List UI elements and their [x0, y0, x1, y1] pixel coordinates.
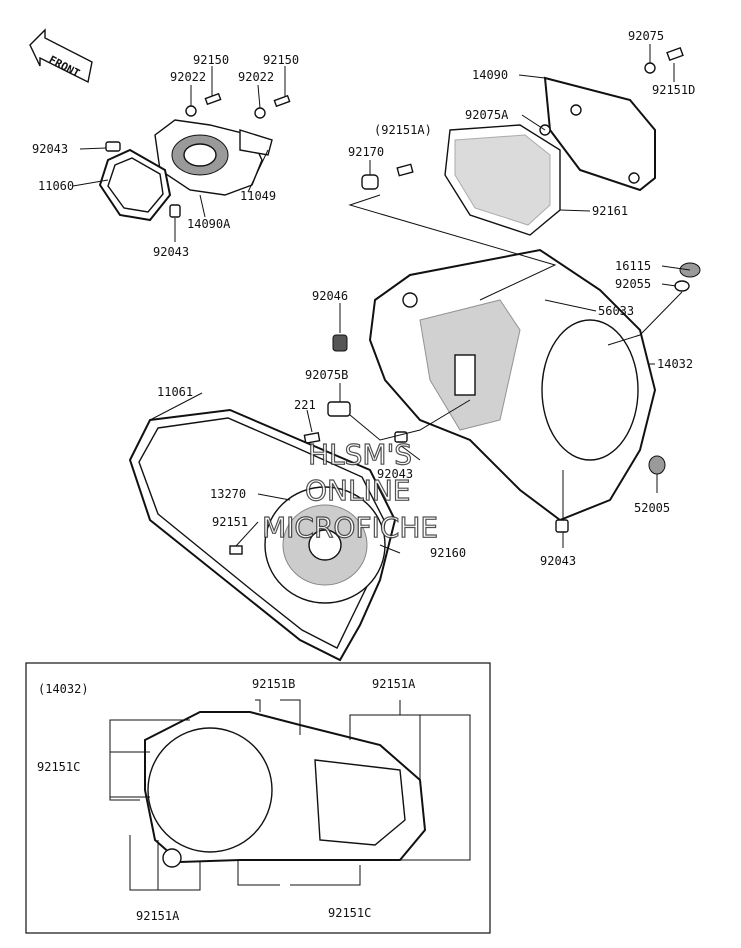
label-56033: 56033 — [598, 304, 634, 318]
label-11061: 11061 — [157, 385, 193, 399]
watermark-line-2: ONLINE — [305, 474, 410, 507]
part-labels: 92150 92150 92022 92022 92043 11060 1409… — [32, 29, 695, 923]
label-14032: 14032 — [657, 357, 693, 371]
label-92075: 92075 — [628, 29, 664, 43]
label-92151d: 92151D — [652, 83, 695, 97]
label-92170: 92170 — [348, 145, 384, 159]
cover-14090a-part — [154, 119, 273, 196]
bearing-92046-part — [332, 334, 348, 352]
dowel-92043-upper — [105, 141, 181, 218]
label-92151a-paren: (92151A) — [374, 123, 432, 137]
watermark: HLSM'S ONLINE MICROFICHE — [261, 437, 438, 544]
inset-label-92151c-bot: 92151C — [328, 906, 371, 920]
label-52005: 52005 — [634, 501, 670, 515]
inset-label-92151c-left: 92151C — [37, 760, 80, 774]
label-92151: 92151 — [212, 515, 248, 529]
bolts-92150 — [185, 92, 291, 119]
watermark-line-1: HLSM'S — [308, 438, 412, 471]
label-92075b: 92075B — [305, 368, 348, 382]
inset-box — [25, 662, 491, 934]
label-92150-a: 92150 — [193, 53, 229, 67]
label-92055: 92055 — [615, 277, 651, 291]
cap-16115-part — [674, 262, 701, 292]
inset-label-92151a-top: 92151A — [372, 677, 416, 691]
label-11060: 11060 — [38, 179, 74, 193]
inset-ref-label: (14032) — [38, 682, 89, 696]
leader-lines — [72, 44, 691, 554]
label-92150-b: 92150 — [263, 53, 299, 67]
label-92046: 92046 — [312, 289, 348, 303]
plate-92075b-part — [303, 401, 351, 444]
dowel-92043-lower — [394, 431, 569, 533]
label-92043-a: 92043 — [32, 142, 68, 156]
label-92160: 92160 — [430, 546, 466, 560]
label-14090a: 14090A — [187, 217, 231, 231]
inset-label-92151a-bot: 92151A — [136, 909, 180, 923]
label-16115: 16115 — [615, 259, 651, 273]
cover-92160-part — [229, 486, 386, 604]
gasket-11060-part — [98, 148, 172, 222]
label-92043-c: 92043 — [377, 467, 413, 481]
label-221: 221 — [294, 398, 316, 412]
label-92043-d: 92043 — [540, 554, 576, 568]
label-14090: 14090 — [472, 68, 508, 82]
label-92043-b: 92043 — [153, 245, 189, 259]
seal-52005-part — [648, 455, 666, 475]
label-11049: 11049 — [240, 189, 276, 203]
inset-label-92151b: 92151B — [252, 677, 295, 691]
cover-14090-part — [543, 46, 684, 192]
label-92022-a: 92022 — [170, 70, 206, 84]
label-92161: 92161 — [592, 204, 628, 218]
watermark-line-3: MICROFICHE — [262, 511, 438, 544]
label-13270: 13270 — [210, 487, 246, 501]
label-92022-b: 92022 — [238, 70, 274, 84]
cover-92161-part — [444, 124, 561, 236]
main-cover-14032-part — [368, 248, 657, 522]
front-arrow-icon: FRONT — [29, 28, 93, 84]
label-92075a: 92075A — [465, 108, 509, 122]
